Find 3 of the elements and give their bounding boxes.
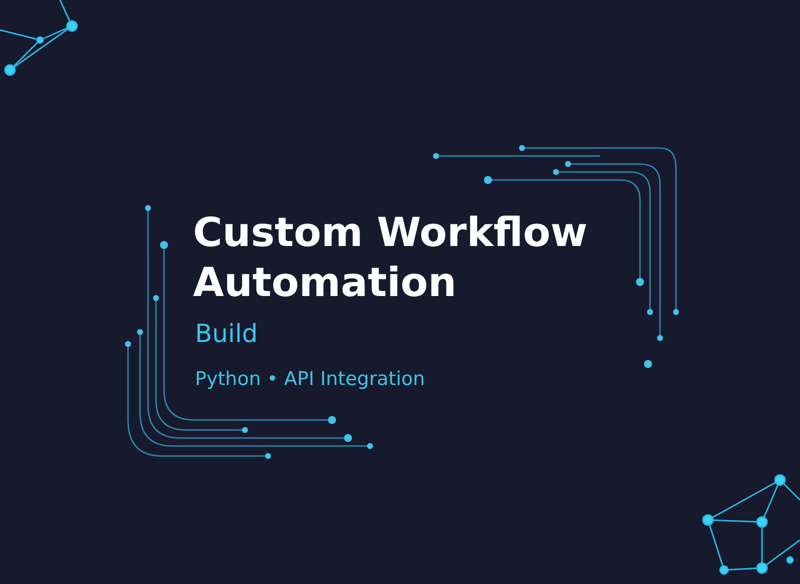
title: Custom Workflow Automation bbox=[193, 209, 588, 308]
subtitle: Build bbox=[195, 318, 258, 350]
technology-list: Python • API Integration bbox=[195, 366, 425, 392]
